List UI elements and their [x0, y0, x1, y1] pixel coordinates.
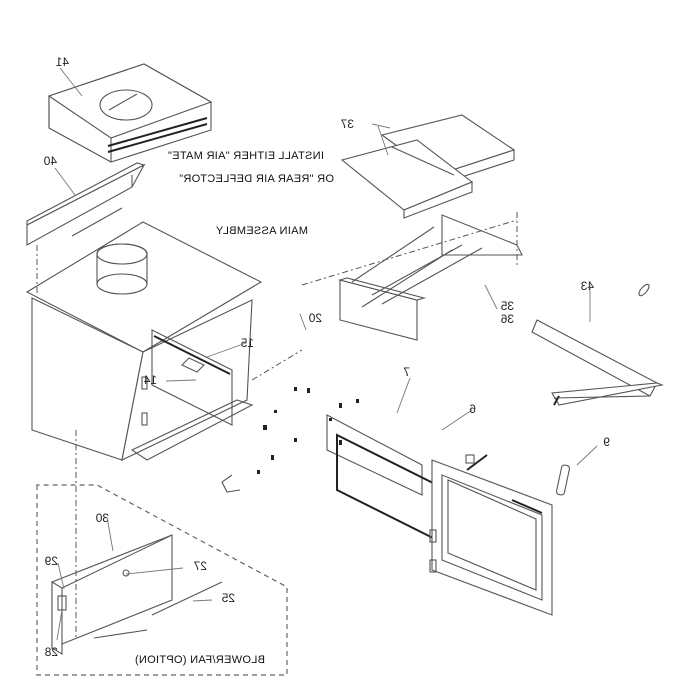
note-main-assembly: MAIN ASSEMBLY: [215, 225, 308, 237]
note-blower-option: BLOWER/FAN (OPTION): [135, 654, 265, 666]
blower-fan-option: [36, 484, 288, 676]
part-35-36-air-tubes: [337, 214, 523, 341]
label-6: 6: [469, 402, 476, 416]
label-29: 29: [44, 554, 58, 568]
bracket-part: [221, 474, 241, 493]
label-30: 30: [95, 511, 109, 525]
part-43-air-mate: [531, 283, 664, 406]
fasteners: [257, 387, 359, 474]
label-40: 40: [43, 154, 57, 168]
label-43: 43: [580, 279, 594, 293]
part-40-deflector: [26, 162, 146, 246]
label-35: 35: [500, 299, 514, 313]
leader-lines: [54, 67, 598, 641]
label-25: 25: [221, 591, 235, 605]
label-37: 37: [340, 117, 354, 131]
part-9-handle: [555, 464, 571, 496]
label-28: 28: [44, 645, 58, 659]
label-27: 27: [193, 559, 207, 573]
part-37-firebricks: [340, 114, 516, 219]
note-install-either: INSTALL EITHER "AIR MATE": [168, 150, 324, 162]
label-20: 20: [308, 311, 322, 325]
part-41-top-cover: [47, 63, 213, 163]
main-stove-body: [25, 221, 263, 461]
door-frame: [429, 459, 553, 616]
label-14: 14: [143, 373, 157, 387]
label-7: 7: [403, 365, 410, 379]
label-15: 15: [240, 336, 254, 350]
note-rear-air-deflector: OR "REAR AIR DEFLECTOR": [179, 173, 334, 185]
part-labels: 41 40 37 35 36 43 20 15 14 7 6 9 30 29 2…: [43, 55, 610, 666]
latch-assembly: [465, 454, 543, 514]
label-9: 9: [603, 435, 610, 449]
label-41: 41: [55, 55, 69, 69]
assembly-guides: [36, 212, 518, 640]
label-36: 36: [500, 312, 514, 326]
part-7-glass: [326, 414, 423, 496]
